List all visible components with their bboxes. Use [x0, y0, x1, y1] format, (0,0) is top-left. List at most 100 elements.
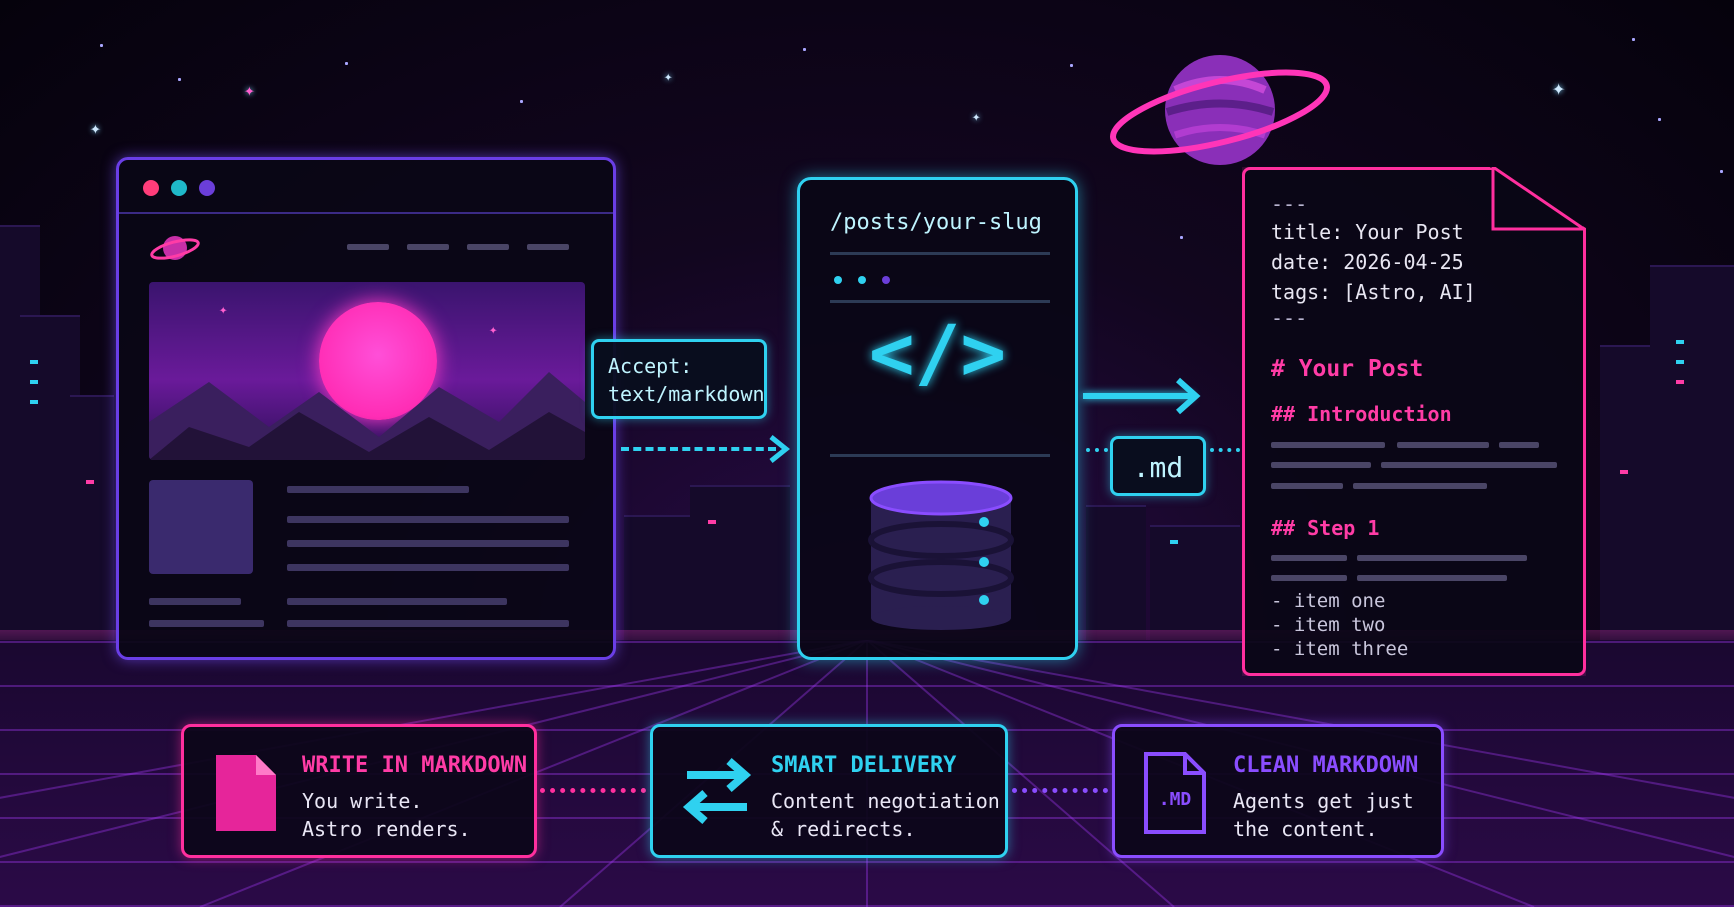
- star-icon: ✦: [90, 118, 101, 139]
- hero-image: ✦ ✦: [149, 282, 585, 460]
- text-line: [1353, 483, 1487, 489]
- feature-title: WRITE IN MARKDOWN: [302, 753, 528, 778]
- feature-desc: Content negotiation& redirects.: [771, 787, 1000, 843]
- frontmatter-title: title: Your Post: [1271, 220, 1464, 244]
- route-path: /posts/your-slug: [830, 210, 1042, 235]
- frontmatter-tags: tags: [Astro, AI]: [1271, 280, 1476, 304]
- feature-desc: Agents get just the content.: [1233, 787, 1414, 843]
- nav-link[interactable]: [347, 244, 389, 250]
- server-panel: /posts/your-slug </>: [797, 177, 1078, 660]
- swap-arrows-icon: [682, 757, 752, 825]
- list-item: - item one: [1271, 590, 1386, 612]
- minimize-dot[interactable]: [171, 180, 187, 196]
- md-file-icon: [1144, 752, 1206, 834]
- nav-link[interactable]: [527, 244, 569, 250]
- star-icon: ✦: [972, 109, 981, 125]
- text-line: [1499, 442, 1539, 448]
- feature-connector: [540, 788, 646, 793]
- star-icon: ✦: [244, 80, 255, 101]
- feature-clean-markdown: .MD CLEAN MARKDOWN Agents get just the co…: [1112, 724, 1444, 858]
- nav-link[interactable]: [407, 244, 449, 250]
- text-line: [287, 564, 569, 571]
- arrow-right-icon: [769, 435, 790, 463]
- code-icon: </>: [868, 308, 1007, 397]
- text-line: [287, 516, 569, 523]
- feature-title: CLEAN MARKDOWN: [1233, 753, 1419, 778]
- building: [690, 485, 790, 647]
- text-line: [287, 620, 569, 627]
- thumbnail: [149, 480, 253, 574]
- text-line: [1271, 442, 1385, 448]
- accept-header-value: text/markdown: [608, 382, 765, 406]
- planet-icon: [150, 236, 200, 260]
- nav-link[interactable]: [467, 244, 509, 250]
- window-light: [1676, 360, 1684, 364]
- list-item: - item two: [1271, 614, 1386, 636]
- text-line: [287, 486, 469, 493]
- browser-titlebar: [119, 160, 613, 214]
- frontmatter-date: date: 2026-04-25: [1271, 250, 1464, 274]
- star-dot: [100, 44, 103, 47]
- dot: [858, 276, 866, 284]
- divider: [830, 252, 1050, 255]
- page-fold: [1491, 167, 1585, 231]
- feature-write-in-markdown: WRITE IN MARKDOWN You write. Astro render…: [181, 724, 537, 858]
- window-light: [86, 480, 94, 484]
- feature-desc: You write. Astro renders.: [302, 787, 471, 843]
- mountains: [149, 372, 585, 460]
- planet-icon: [1110, 55, 1330, 165]
- star-dot: [1658, 118, 1661, 121]
- text-line: [149, 620, 264, 627]
- md-format-tag: .md: [1110, 436, 1206, 496]
- feature-title: SMART DELIVERY: [771, 753, 957, 778]
- arrow-right-icon: [1176, 377, 1201, 415]
- star-icon: ✦: [664, 69, 673, 85]
- md-file-icon-text: .MD: [1158, 789, 1192, 810]
- feature-desc-line: Astro renders.: [302, 817, 471, 841]
- building: [624, 515, 694, 647]
- markdown-h2-step: ## Step 1: [1271, 516, 1380, 540]
- close-dot[interactable]: [143, 180, 159, 196]
- window-light: [708, 520, 716, 524]
- frontmatter-close: ---: [1271, 306, 1308, 330]
- star-dot: [520, 100, 523, 103]
- markdown-document: --- title: Your Post date: 2026-04-25 ta…: [1242, 167, 1586, 676]
- window-light: [30, 400, 38, 404]
- text-line: [1271, 483, 1343, 489]
- text-line: [1381, 462, 1557, 468]
- text-line: [1271, 575, 1347, 581]
- md-format-text: .md: [1132, 451, 1184, 484]
- md-dotted-line: [1086, 448, 1108, 452]
- feature-desc-line: the content.: [1233, 817, 1378, 841]
- feature-desc-line: You write.: [302, 789, 423, 813]
- accept-header-label: Accept: text/markdown: [591, 339, 767, 419]
- text-line: [1357, 555, 1527, 561]
- window-light: [30, 360, 38, 364]
- window-light: [1676, 380, 1684, 384]
- divider: [830, 454, 1050, 457]
- frontmatter-open: ---: [1271, 192, 1308, 216]
- window-light: [1620, 470, 1628, 474]
- response-arrow-line: [1083, 393, 1193, 399]
- star-dot: [1632, 38, 1635, 41]
- star-dot: [1070, 64, 1073, 67]
- window-light: [1676, 340, 1684, 344]
- star-dot: [1180, 236, 1183, 239]
- window-light: [1170, 540, 1178, 544]
- markdown-h2-introduction: ## Introduction: [1271, 402, 1452, 426]
- text-line: [287, 598, 507, 605]
- building: [1650, 265, 1734, 647]
- divider: [830, 300, 1050, 303]
- building: [70, 395, 114, 647]
- text-line: [1271, 555, 1347, 561]
- text-line: [149, 598, 241, 605]
- text-line: [287, 540, 569, 547]
- dot: [834, 276, 842, 284]
- feature-desc-line: Agents get just: [1233, 789, 1414, 813]
- dot: [882, 276, 890, 284]
- star-dot: [345, 62, 348, 65]
- feature-desc-line: & redirects.: [771, 817, 916, 841]
- maximize-dot[interactable]: [199, 180, 215, 196]
- request-dashed-line: [621, 447, 776, 451]
